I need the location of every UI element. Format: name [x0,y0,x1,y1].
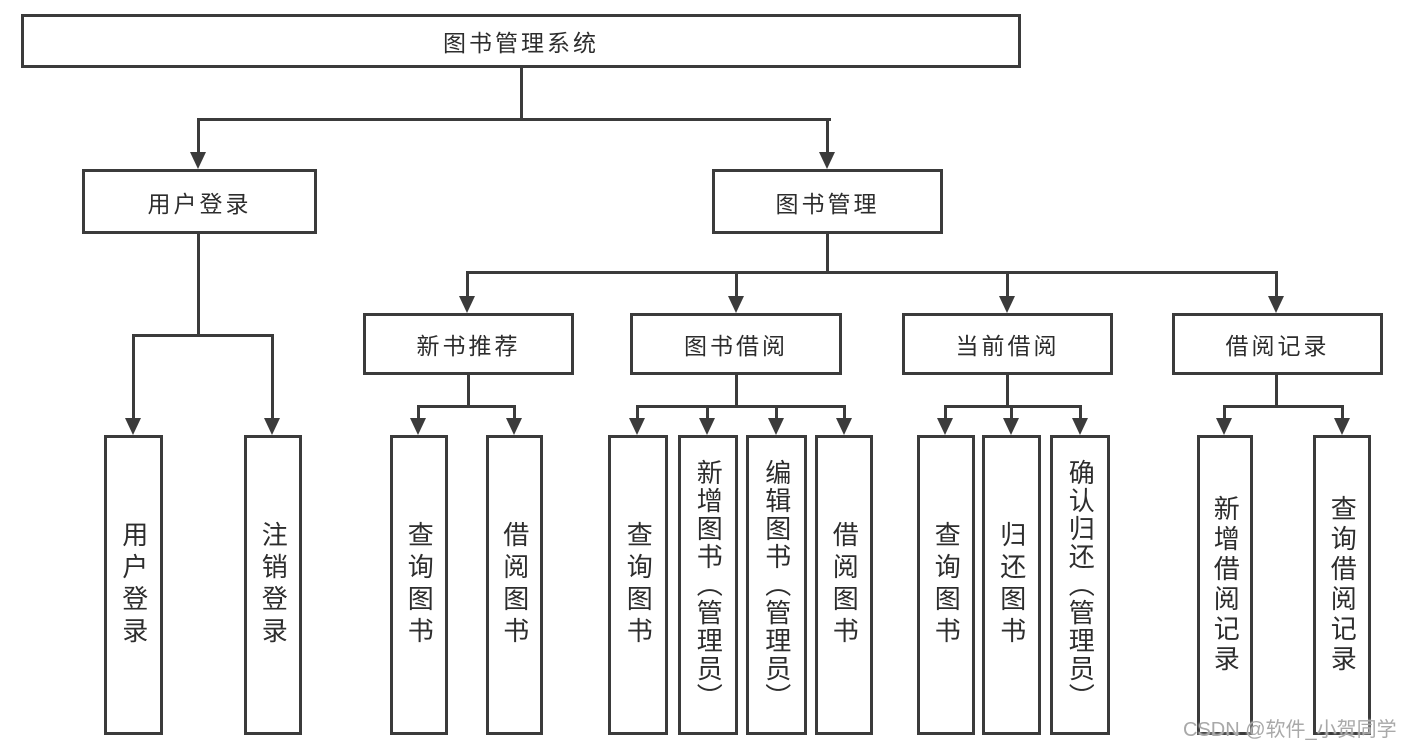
leaf-return-book-label: 归还图书 [996,521,1027,649]
arrowhead-icon [1003,418,1019,435]
connector-line [1341,405,1344,421]
leaf-query-book-current-label: 查询图书 [931,521,962,649]
connector-line [826,234,829,274]
arrowhead-icon [410,418,426,435]
leaf-add-book-admin-label: 新增图书（管理员） [693,459,724,711]
connector-line [467,375,470,408]
arrowhead-icon [768,418,784,435]
connector-line [197,118,831,121]
leaf-logout-label: 注销登录 [258,521,289,649]
connector-line [944,405,947,421]
leaf-edit-book-admin-label: 编辑图书（管理员） [761,459,792,711]
connector-line [520,68,523,118]
connector-line [1275,271,1278,298]
connector-line [1079,405,1082,421]
leaf-borrow-book-borrow-label: 借阅图书 [829,521,860,649]
node-user-login: 用户登录 [82,169,317,234]
connector-line [417,405,420,421]
connector-line [1010,405,1013,421]
csdn-watermark: CSDN @软件_小贺同学 [1183,719,1397,741]
arrowhead-icon [836,418,852,435]
connector-line [197,118,200,154]
connector-line [775,405,778,421]
connector-line [132,334,274,337]
leaf-confirm-return-admin: 确认归还（管理员） [1050,435,1110,735]
connector-line [636,405,846,408]
connector-line [197,234,200,334]
leaf-add-borrow-record-label: 新增借阅记录 [1210,495,1241,675]
leaf-query-borrow-record-label: 查询借阅记录 [1327,495,1358,675]
node-book-management-label: 图书管理 [775,190,880,217]
connector-line [417,405,516,408]
arrowhead-icon [459,296,475,313]
node-root: 图书管理系统 [21,14,1021,68]
connector-line [1006,375,1009,408]
leaf-query-book-recommend-label: 查询图书 [404,521,435,649]
arrowhead-icon [629,418,645,435]
arrowhead-icon [506,418,522,435]
connector-line [1275,375,1278,408]
leaf-query-borrow-record: 查询借阅记录 [1313,435,1371,735]
leaf-add-borrow-record: 新增借阅记录 [1197,435,1253,735]
connector-line [271,334,274,420]
leaf-borrow-book-recommend: 借阅图书 [486,435,543,735]
node-user-login-label: 用户登录 [147,190,252,217]
arrowhead-icon [1334,418,1350,435]
leaf-logout: 注销登录 [244,435,302,735]
connector-line [1223,405,1226,421]
node-new-book-recommend: 新书推荐 [363,313,574,375]
arrowhead-icon [728,296,744,313]
arrowhead-icon [699,418,715,435]
connector-line [1006,271,1009,298]
node-book-borrow: 图书借阅 [630,313,842,375]
connector-line [826,118,829,154]
arrowhead-icon [264,418,280,435]
connector-line [843,405,846,421]
connector-line [1223,405,1344,408]
node-new-book-recommend-label: 新书推荐 [416,333,521,359]
leaf-borrow-book-borrow: 借阅图书 [815,435,873,735]
connector-line [706,405,709,421]
leaf-user-login-label: 用户登录 [118,521,149,649]
leaf-query-book-borrow: 查询图书 [608,435,668,735]
leaf-user-login: 用户登录 [104,435,163,735]
arrowhead-icon [1072,418,1088,435]
arrowhead-icon [999,296,1015,313]
connector-line [466,271,469,298]
connector-line [466,271,1278,274]
node-current-borrow: 当前借阅 [902,313,1113,375]
leaf-return-book: 归还图书 [982,435,1041,735]
node-borrow-records: 借阅记录 [1172,313,1383,375]
leaf-query-book-borrow-label: 查询图书 [623,521,654,649]
node-book-borrow-label: 图书借阅 [684,333,788,359]
node-root-label: 图书管理系统 [443,30,599,56]
connector-line [944,405,1082,408]
leaf-borrow-book-recommend-label: 借阅图书 [499,521,530,649]
connector-line [735,271,738,298]
arrowhead-icon [125,418,141,435]
leaf-edit-book-admin: 编辑图书（管理员） [746,435,807,735]
connector-line [132,334,135,420]
arrowhead-icon [1216,418,1232,435]
connector-line [636,405,639,421]
node-borrow-records-label: 借阅记录 [1225,333,1330,359]
node-book-management: 图书管理 [712,169,943,234]
arrowhead-icon [819,152,835,169]
leaf-confirm-return-admin-label: 确认归还（管理员） [1065,459,1096,711]
arrowhead-icon [1268,296,1284,313]
arrowhead-icon [937,418,953,435]
leaf-add-book-admin: 新增图书（管理员） [678,435,738,735]
node-current-borrow-label: 当前借阅 [955,333,1060,359]
connector-line [513,405,516,421]
leaf-query-book-recommend: 查询图书 [390,435,448,735]
arrowhead-icon [190,152,206,169]
leaf-query-book-current: 查询图书 [917,435,975,735]
connector-line [735,375,738,408]
